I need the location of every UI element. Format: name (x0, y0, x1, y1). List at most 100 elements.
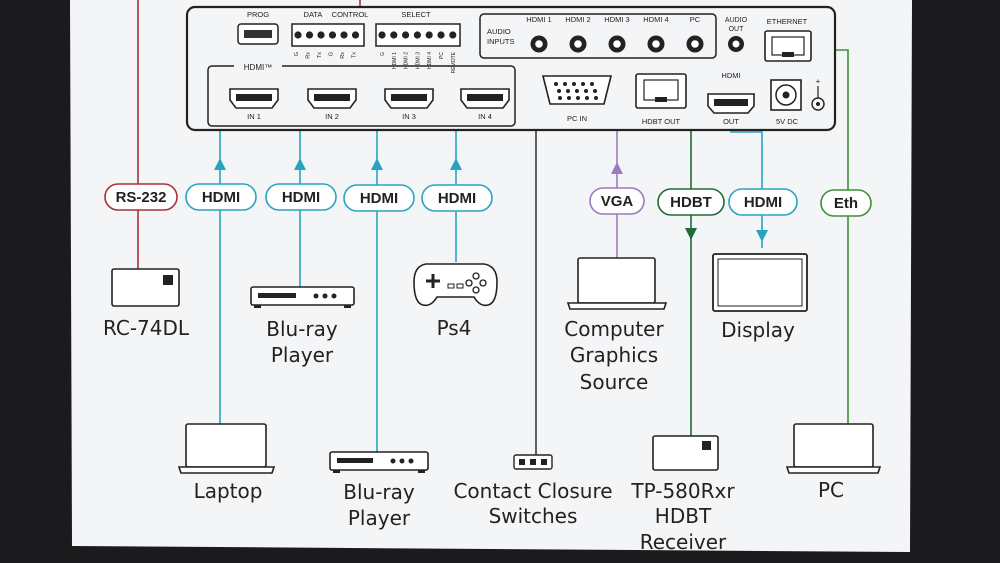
terminal-screw (402, 31, 410, 39)
select-pin-label: HDMI 2 (404, 52, 410, 69)
audio-jack-center (613, 40, 621, 48)
terminal-screw (378, 31, 386, 39)
bluray-top-label-1: Blu-ray (266, 317, 338, 341)
audio-inputs-label: AUDIO (487, 27, 511, 36)
ccs-label-1: Contact Closure (453, 479, 612, 503)
select-pin-label: G (380, 52, 386, 56)
hdmi-out-top-label: HDMI (721, 71, 740, 80)
terminal-screw (328, 31, 337, 39)
hdmi-out-label: OUT (723, 117, 739, 126)
hdmi3-arrow (371, 158, 383, 170)
gamepad-icon (413, 263, 498, 307)
data-pin-label: Rx (306, 52, 312, 59)
ethernet-port (764, 30, 812, 62)
audio-hdmi1-label: HDMI 1 (526, 15, 551, 24)
rc74dl-icon (111, 268, 180, 307)
display-icon (712, 253, 808, 312)
receiver-label-2: HDBT (655, 504, 712, 528)
terminal-screw (340, 31, 348, 39)
vga-pin (554, 82, 558, 86)
vga-pin (558, 96, 562, 100)
vga-pin (566, 89, 570, 93)
cgs-label-3: Source (580, 370, 649, 394)
audio-hdmi2-label: HDMI 2 (565, 15, 590, 24)
hdmi1-arrow (214, 158, 226, 170)
laptop-label: Laptop (194, 479, 263, 503)
vga-pin (594, 96, 598, 100)
terminal-screw (413, 31, 421, 39)
pc-in-label: PC IN (567, 114, 587, 123)
bluray-player-icon-2 (329, 451, 429, 473)
terminal-screw (390, 31, 398, 39)
pill-rs232: RS-232 (104, 183, 178, 211)
data-pin-label: Tx (352, 52, 358, 58)
power-jack-pin (782, 91, 790, 99)
svg-text:HDMI: HDMI (282, 189, 320, 206)
pill-hdmi-out: HDMI (728, 188, 798, 216)
vga-pin (593, 89, 597, 93)
hdbt-port-tab (655, 97, 667, 102)
contact-switch-icon (513, 454, 553, 470)
polarity-dot (816, 102, 820, 106)
power-label: 5V DC (776, 117, 799, 126)
data-pin-label: Tx (317, 52, 323, 58)
pill-hdmi-4: HDMI (421, 184, 493, 212)
hdmi2-arrow (294, 158, 306, 170)
pc-label: PC (818, 478, 844, 502)
select-pin-label: PC (439, 52, 445, 59)
audio-out-jack-center (732, 40, 740, 48)
data-pin-label: Rx (340, 52, 346, 59)
display-label: Display (721, 318, 795, 342)
laptop-icon-cgs (566, 257, 668, 310)
hdbt-arrow (685, 228, 697, 240)
bluray-player-icon (250, 286, 355, 308)
svg-text:HDBT: HDBT (670, 194, 712, 211)
data-pin-label: G (294, 52, 300, 56)
audio-jack-center (574, 40, 582, 48)
data-label: DATA (304, 10, 323, 19)
terminal-screw (317, 31, 325, 39)
pill-hdmi-1: HDMI (185, 183, 257, 211)
select-label: SELECT (401, 10, 431, 19)
vga-pin (581, 82, 585, 86)
hdmi-input-group (207, 65, 516, 127)
in2-label: IN 2 (325, 112, 339, 121)
control-label: CONTROL (332, 10, 369, 19)
usb-tongue (244, 30, 272, 38)
svg-text:HDMI: HDMI (360, 190, 398, 207)
hdmi-port-inner (467, 94, 503, 101)
hdmi-group-label: HDMI™ (244, 63, 272, 72)
prog-label: PROG (247, 10, 269, 19)
select-pin-label: HDMI 1 (392, 52, 398, 69)
audio-inputs-box (479, 13, 717, 59)
select-pin-label: HDMI 4 (427, 52, 433, 69)
receiver-icon (652, 435, 719, 471)
audio-jack-center (691, 40, 699, 48)
in3-label: IN 3 (402, 112, 416, 121)
audio-hdmi4-label: HDMI 4 (643, 15, 668, 24)
audio-inputs-label-2: INPUTS (487, 37, 515, 46)
in4-label: IN 4 (478, 112, 492, 121)
pill-hdmi-2: HDMI (265, 183, 337, 211)
terminal-screw (305, 31, 314, 39)
hdmi-port-inner (236, 94, 272, 101)
receiver-label-3: Receiver (640, 530, 727, 554)
vga-pin (557, 89, 561, 93)
vga-arrow (611, 162, 623, 174)
vga-pin (575, 89, 579, 93)
terminal-screw (425, 31, 433, 39)
audio-out-label-2: OUT (729, 26, 745, 33)
hdmi-port-inner (391, 94, 427, 101)
vga-pin (585, 96, 589, 100)
audio-pc-label: PC (690, 15, 701, 24)
power-jack-ring (775, 84, 797, 106)
audio-jack-center (652, 40, 660, 48)
ccs-label-2: Switches (489, 504, 578, 528)
vga-pin (567, 96, 571, 100)
data-terminal (291, 23, 365, 47)
hdbt-out-label: HDBT OUT (642, 117, 681, 126)
select-pin-label: HDMI 3 (415, 52, 421, 69)
bluray-bottom-label-1: Blu-ray (343, 480, 415, 504)
audio-hdmi3-label: HDMI 3 (604, 15, 629, 24)
